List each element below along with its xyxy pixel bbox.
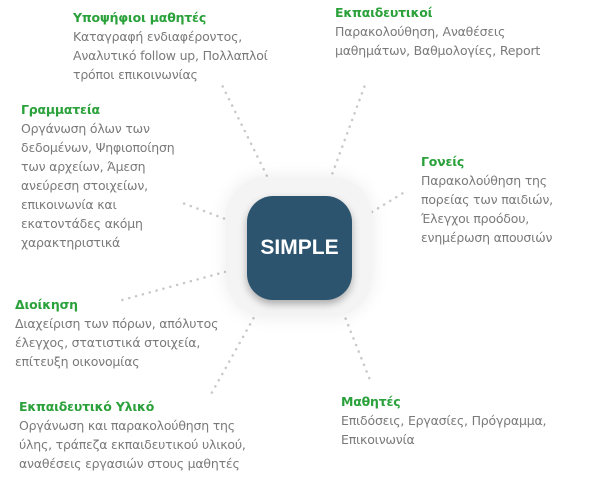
item-title: Εκπαιδευτικό Υλικό — [19, 399, 155, 414]
item-line: εκατοντάδες ακόμη — [21, 216, 143, 231]
item-line: Επιδόσεις, Εργασίες, Πρόγραμμα, — [341, 413, 547, 428]
item-line: ενημέρωση απουσιών — [421, 230, 553, 245]
item-line: Καταγραφή ενδιαφέροντος, — [73, 29, 243, 44]
connector-administration — [120, 268, 234, 302]
connector-teachers — [328, 83, 367, 182]
item-teachers: Εκπαιδευτικοί Παρακολούθηση, Αναθέσεις μ… — [335, 3, 540, 60]
item-administration: Διοίκηση Διαχείριση των πόρων, απόλυτος … — [15, 295, 218, 371]
center-label: SIMPLE — [260, 236, 339, 259]
connector-secretariat — [178, 200, 246, 228]
item-line: μαθημάτων, Βαθμολογίες, Report — [335, 43, 541, 58]
item-title: Γονείς — [421, 154, 465, 169]
item-line: Οργάνωση όλων των — [21, 121, 150, 136]
item-line: Παρακολούθηση, Αναθέσεις — [335, 24, 506, 39]
item-line: δεδομένων, Ψηφιοποίηση — [21, 140, 175, 155]
item-line: Οργάνωση και παρακολούθηση της — [19, 418, 235, 433]
item-parents: Γονείς Παρακολούθηση της πορείας των παι… — [421, 152, 553, 247]
item-title: Εκπαιδευτικοί — [335, 5, 433, 20]
connector-parents — [370, 188, 410, 214]
item-line: των αρχείων, Άμεση — [21, 159, 146, 174]
connector-students — [341, 310, 372, 382]
item-secretariat: Γραμματεία Οργάνωση όλων των δεδομένων, … — [21, 100, 175, 252]
item-line: ανεύρεση στοιχείων, — [21, 178, 148, 193]
center-logo: SIMPLE — [247, 196, 352, 300]
item-candidates: Υποψήφιοι μαθητές Καταγραφή ενδιαφέροντο… — [73, 8, 268, 84]
item-line: Διαχείριση των πόρων, απόλυτος — [15, 316, 219, 331]
item-line: τρόποι επικοινωνίας — [73, 67, 198, 82]
item-line: Επικοινωνία — [341, 432, 415, 447]
item-line: αναθέσεις εργασιών στους μαθητές — [19, 456, 240, 471]
item-line: ύλης, τράπεζα εκπαιδευτικού υλικού, — [19, 437, 246, 452]
item-line: επικοινωνία και — [21, 197, 117, 212]
item-students: Μαθητές Επιδόσεις, Εργασίες, Πρόγραμμα, … — [341, 392, 546, 449]
item-line: επίτευξη οικονομίας — [15, 354, 140, 369]
item-title: Διοίκηση — [15, 297, 78, 312]
item-title: Γραμματεία — [21, 102, 100, 117]
item-line: Έλεγχοι προόδου, — [421, 211, 530, 226]
item-line: έλεγχος, στατιστικά στοιχεία, — [15, 335, 201, 350]
item-line: πορείας των παιδιών, — [421, 192, 553, 207]
connector-candidates — [220, 83, 272, 184]
item-line: χαρακτηριστικά — [21, 235, 121, 250]
item-line: Αναλυτικό follow up, Πολλαπλοί — [73, 48, 268, 63]
item-line: Παρακολούθηση της — [421, 173, 547, 188]
item-educational-material: Εκπαιδευτικό Υλικό Οργάνωση και παρακολο… — [19, 397, 246, 473]
item-title: Υποψήφιοι μαθητές — [73, 10, 207, 25]
item-title: Μαθητές — [341, 394, 401, 409]
